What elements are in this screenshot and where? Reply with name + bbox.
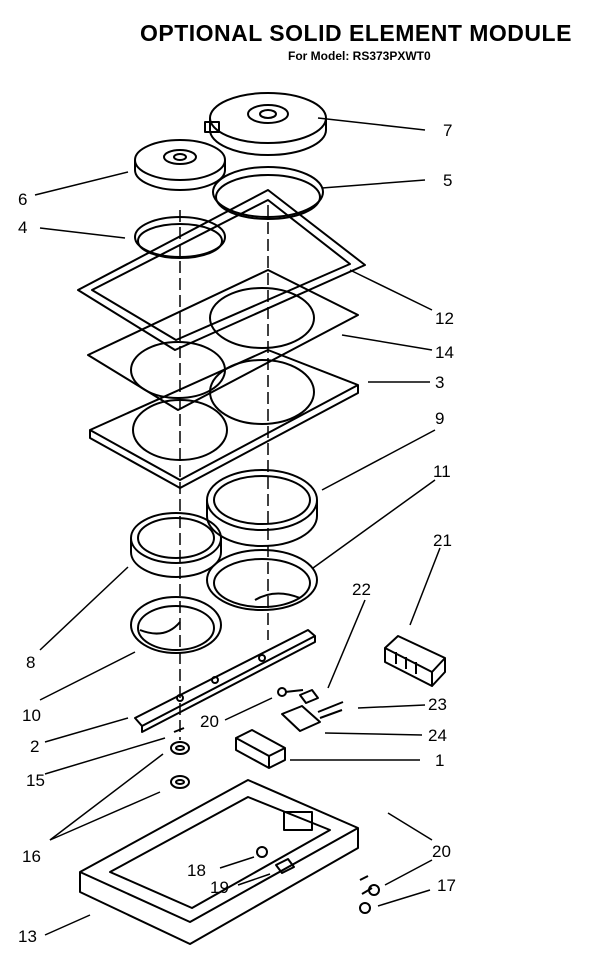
callout-7: 7	[443, 121, 452, 140]
callout-9: 9	[435, 409, 444, 428]
small-trim-ring	[134, 216, 226, 259]
callout-18: 18	[187, 861, 206, 880]
callout-19: 19	[210, 878, 229, 897]
callout-23: 23	[428, 695, 447, 714]
axis-lines	[179, 205, 269, 740]
callout-4: 4	[18, 218, 27, 237]
switch-hardware	[235, 687, 344, 769]
small-solid-element	[134, 139, 226, 191]
top-plate	[89, 349, 359, 489]
large-reflector-pan	[206, 469, 318, 547]
spring-clips	[170, 727, 190, 789]
callout-10: 10	[22, 706, 41, 725]
callout-15: 15	[26, 771, 45, 790]
callout-22: 22	[352, 580, 371, 599]
callout-20-upper: 20	[200, 712, 219, 731]
diagram-title: OPTIONAL SOLID ELEMENT MODULE	[140, 20, 572, 46]
insulation-sheet	[87, 269, 359, 411]
large-heating-element	[206, 549, 318, 611]
small-heating-element	[130, 596, 222, 654]
terminal-block	[384, 635, 446, 687]
mounting-bracket	[134, 629, 316, 733]
callout-6: 6	[18, 190, 27, 209]
callout-16: 16	[22, 847, 41, 866]
callout-1: 1	[435, 751, 444, 770]
base-pan	[79, 779, 380, 945]
callout-2: 2	[30, 737, 39, 756]
callout-11: 11	[433, 462, 451, 481]
callout-3: 3	[435, 373, 444, 392]
large-solid-element	[204, 92, 327, 156]
callout-24: 24	[428, 726, 447, 745]
callout-21: 21	[433, 531, 452, 550]
callout-labels: 7 5 6 4 12 14 3 9 11 21 22 8 10 20 23 2 …	[18, 121, 456, 946]
callout-20-lower: 20	[432, 842, 451, 861]
callout-13: 13	[18, 927, 37, 946]
model-subtitle: For Model: RS373PXWT0	[288, 49, 431, 63]
gasket-frame	[77, 189, 366, 351]
callout-14: 14	[435, 343, 454, 362]
large-trim-ring	[212, 166, 324, 220]
callout-8: 8	[26, 653, 35, 672]
leader-lines	[34, 117, 441, 936]
callout-5: 5	[443, 171, 452, 190]
callout-17: 17	[437, 876, 456, 895]
callout-12: 12	[435, 309, 454, 328]
